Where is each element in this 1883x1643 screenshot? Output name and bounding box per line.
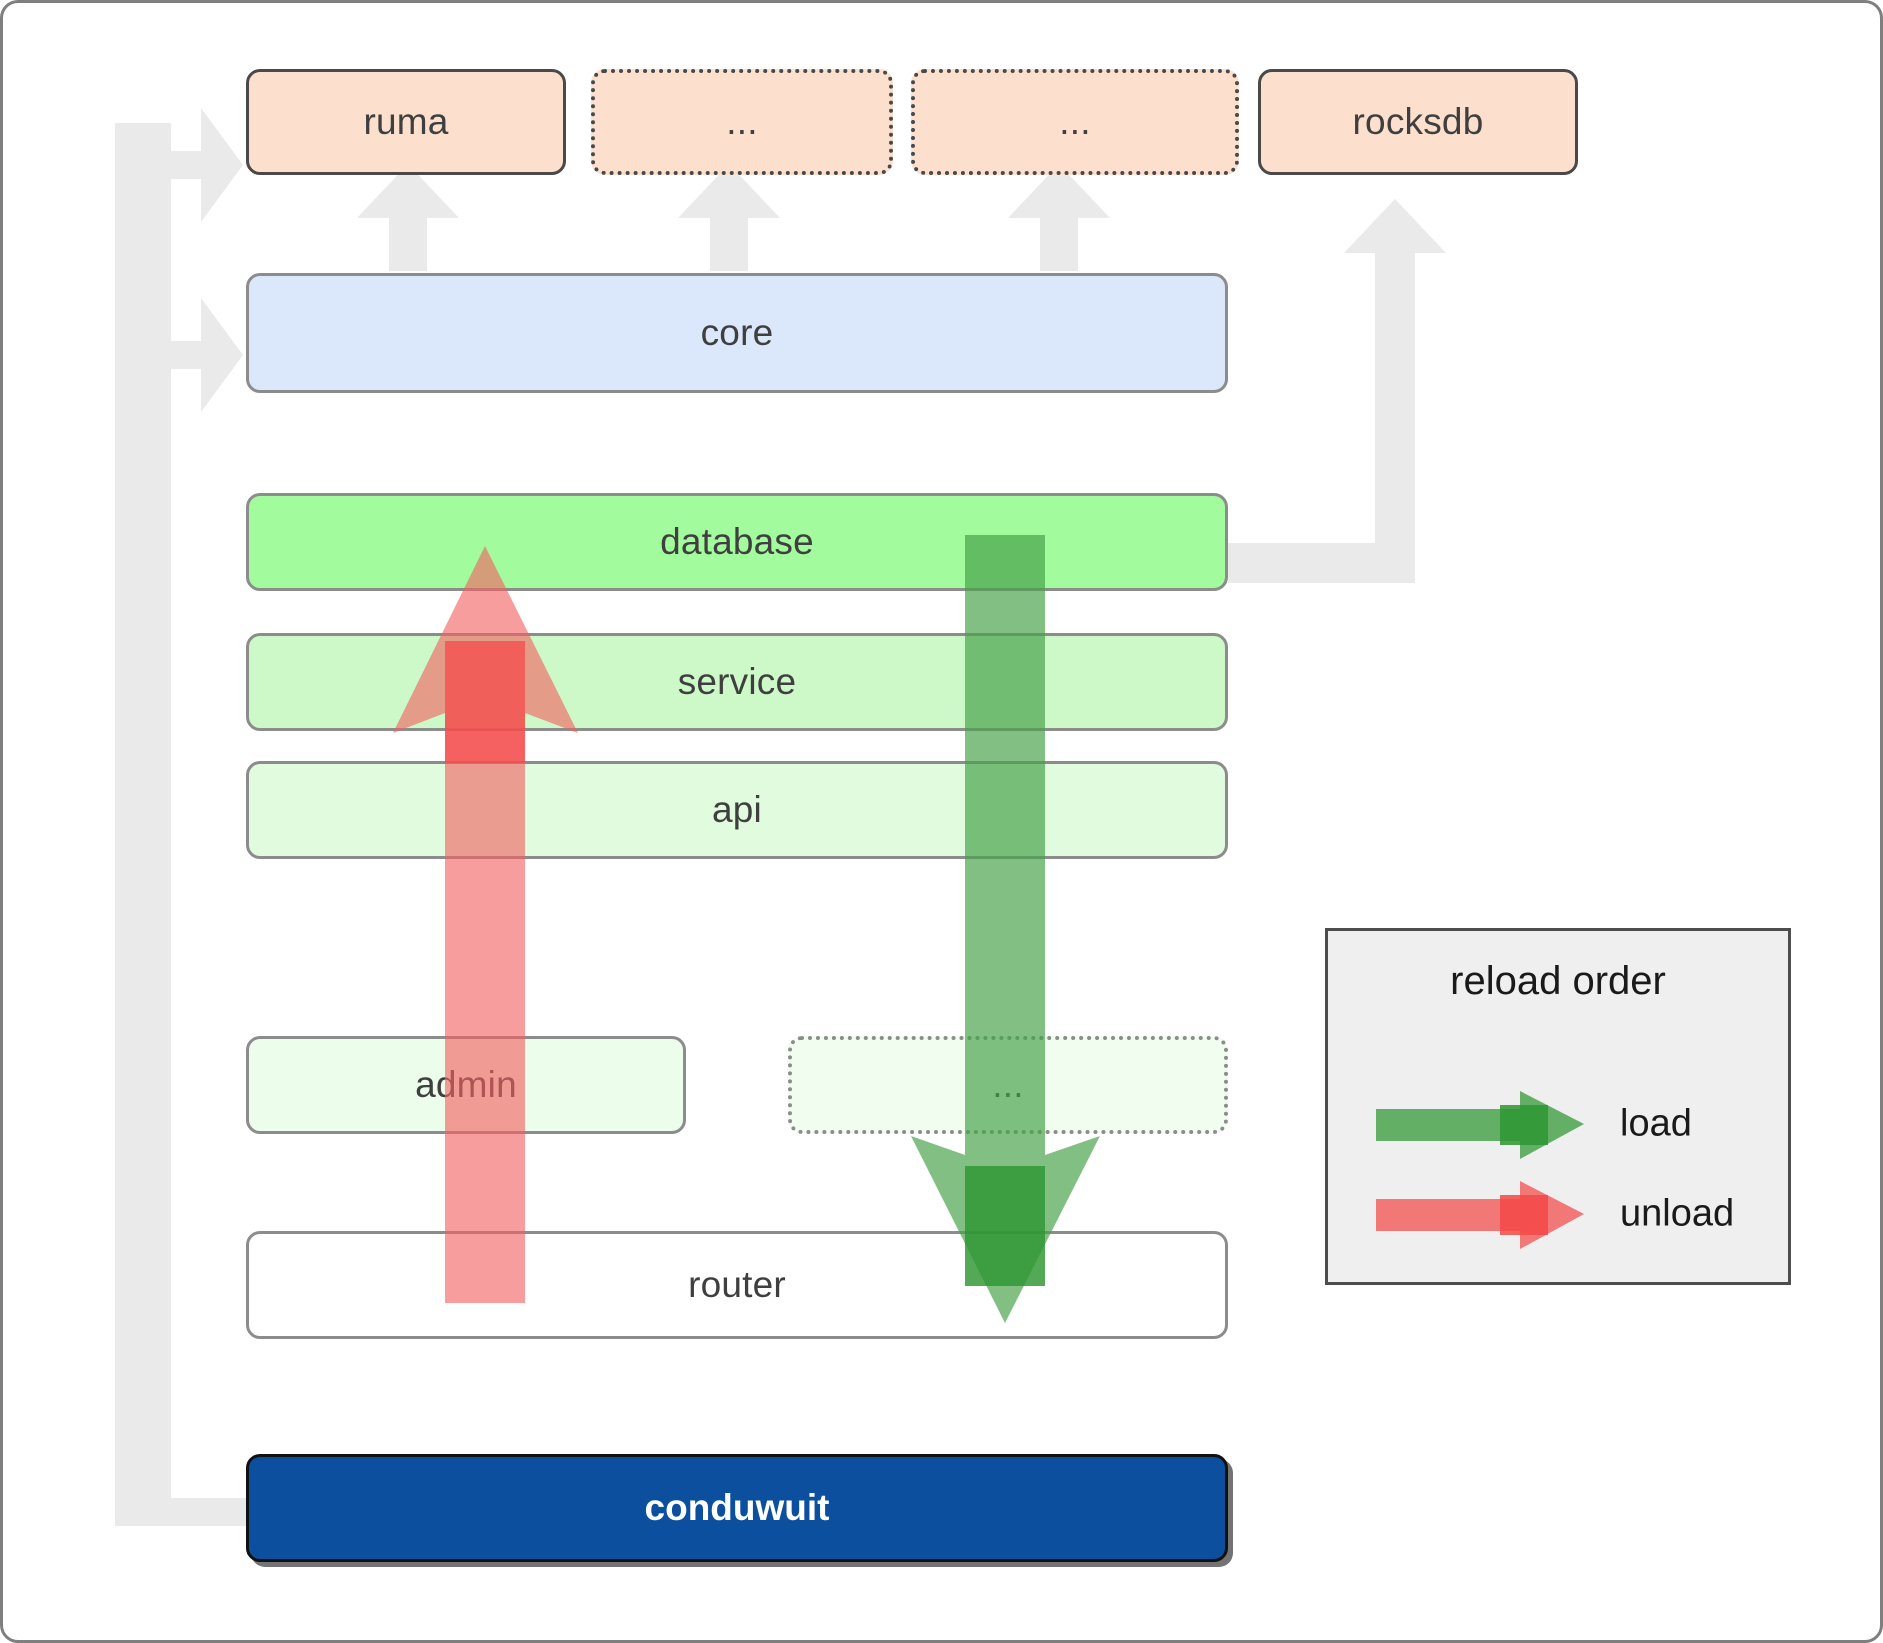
layer-box-core[interactable]: core <box>246 273 1228 393</box>
layer-box-more[interactable]: ... <box>788 1036 1228 1134</box>
dependency-connectors <box>115 108 1446 1526</box>
layer-box-admin[interactable]: admin <box>246 1036 686 1134</box>
app-label-conduwuit: conduwuit <box>644 1487 830 1528</box>
dependency-box-ruma[interactable]: ruma <box>246 69 566 175</box>
layer-label-database: database <box>660 521 814 562</box>
layer-box-service[interactable]: service <box>246 633 1228 731</box>
dependency-box-dep-2[interactable]: ... <box>591 69 893 175</box>
app-box-conduwuit[interactable]: conduwuit <box>246 1454 1228 1562</box>
dependency-box-rocksdb[interactable]: rocksdb <box>1258 69 1578 175</box>
dependency-label-ruma: ruma <box>363 101 449 142</box>
legend-unload-arrow-icon <box>1376 1181 1584 1249</box>
legend-label-unload: unload <box>1620 1192 1735 1235</box>
layer-box-router[interactable]: router <box>246 1231 1228 1339</box>
layer-label-admin: admin <box>415 1064 517 1105</box>
layer-label-api: api <box>712 789 762 830</box>
dependency-label-dep-3: ... <box>1059 101 1091 142</box>
legend-label-load: load <box>1620 1102 1692 1145</box>
dependency-label-rocksdb: rocksdb <box>1352 101 1484 142</box>
legend-row-unload: unload <box>1370 1169 1754 1259</box>
layer-label-router: router <box>688 1264 786 1305</box>
dependency-box-dep-3[interactable]: ... <box>911 69 1239 175</box>
layer-label-core: core <box>700 312 774 353</box>
legend-panel: reload order load unload <box>1325 928 1791 1285</box>
dependency-label-dep-2: ... <box>726 101 758 142</box>
layer-label-more: ... <box>992 1064 1024 1105</box>
layer-box-database[interactable]: database <box>246 493 1228 591</box>
legend-load-arrow-icon <box>1376 1091 1584 1159</box>
layer-label-service: service <box>677 661 797 702</box>
legend-row-load: load <box>1370 1079 1754 1169</box>
layer-box-api[interactable]: api <box>246 761 1228 859</box>
legend-title: reload order <box>1450 959 1666 1003</box>
